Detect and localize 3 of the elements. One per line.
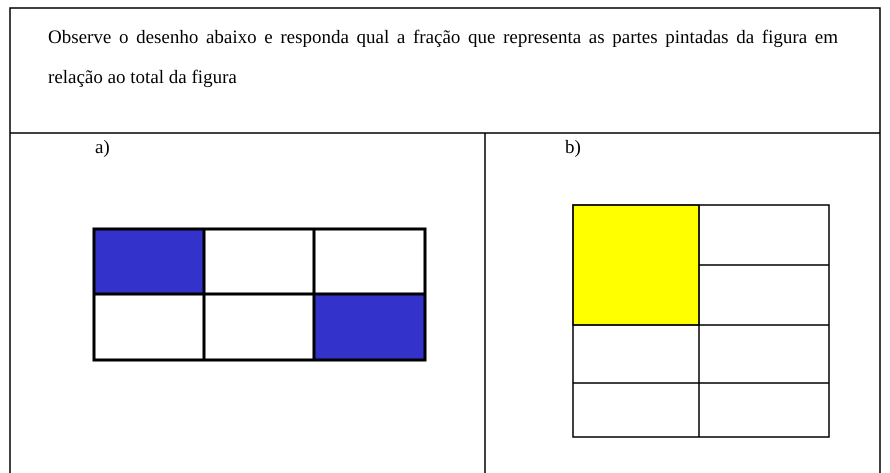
item-label: b) <box>565 137 581 159</box>
question-text: Observe o desenho abaixo e responda qual a fração que representa as partes pintadas da figura em relação ao total da figura <box>48 26 838 90</box>
item-label: a) <box>95 137 110 159</box>
